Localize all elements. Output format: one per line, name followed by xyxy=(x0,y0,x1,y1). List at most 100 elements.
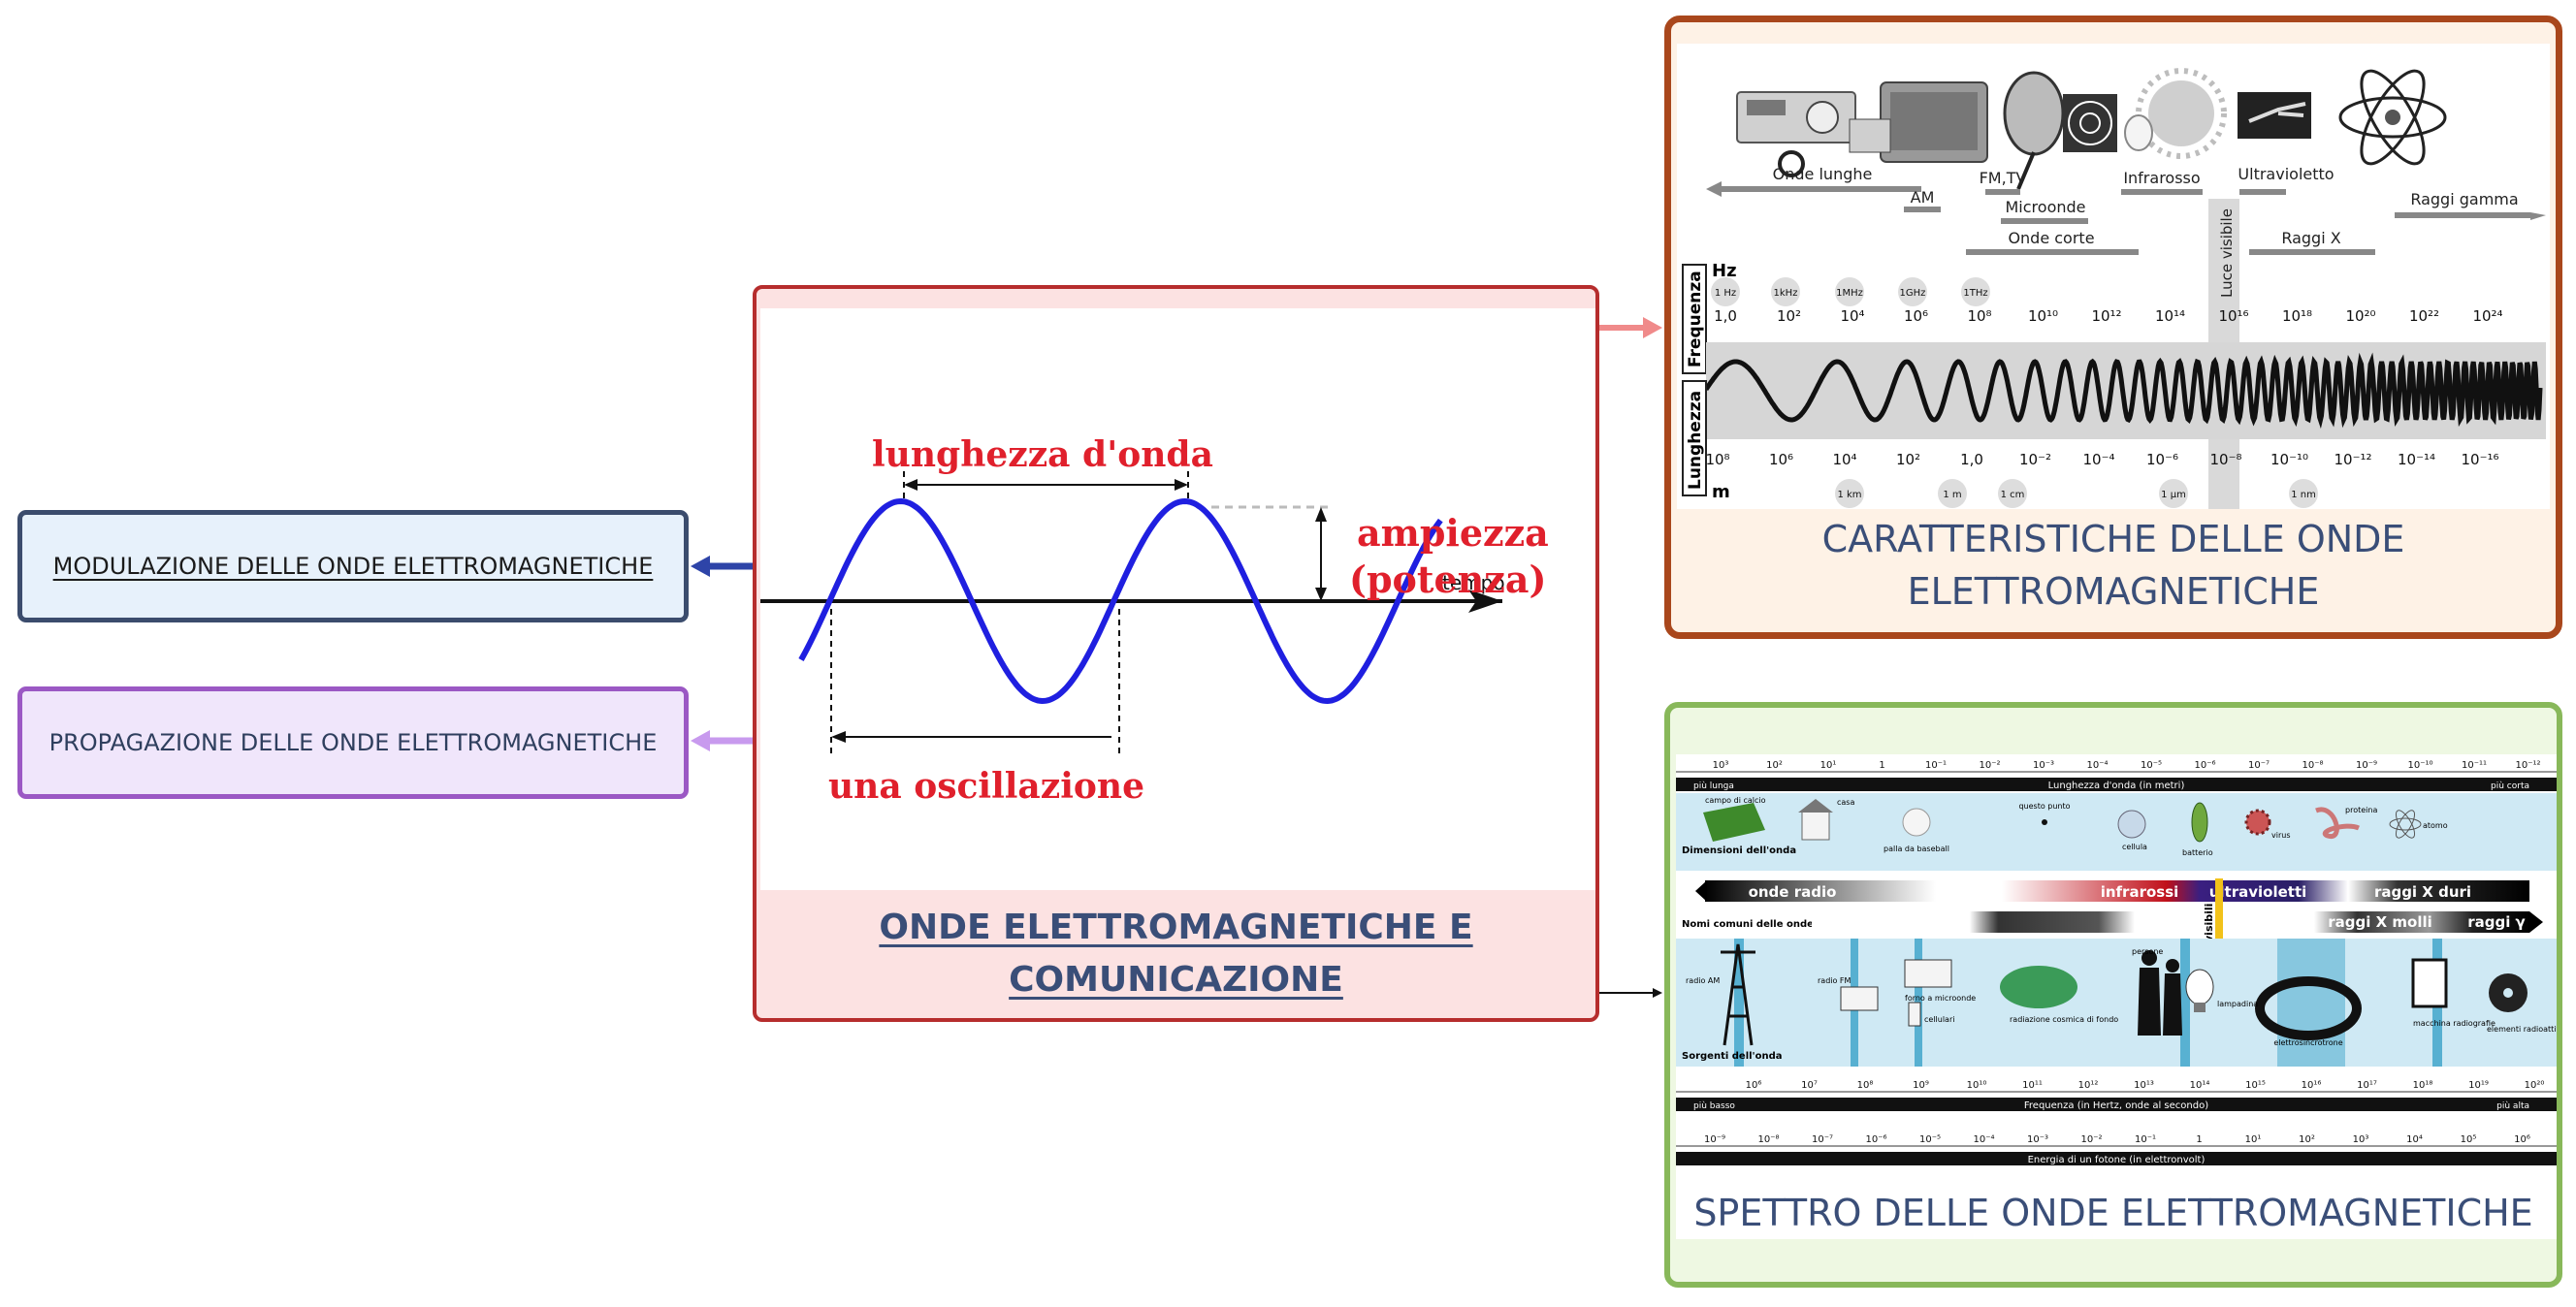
frequency-axis-label: Frequenza xyxy=(1686,271,1705,367)
people-icon xyxy=(2138,950,2182,1036)
energy-tick: 10⁻⁶ xyxy=(1865,1134,1886,1145)
sp-freq-tick: 10⁸ xyxy=(1857,1080,1874,1091)
amplitude-label-2: (potenza) xyxy=(1349,558,1546,601)
energy-tick: 10³ xyxy=(2353,1134,2369,1145)
band-onde-radio: onde radio xyxy=(1749,883,1837,901)
object-atomo: atomo xyxy=(2423,821,2448,830)
energy-tick: 10⁻² xyxy=(2080,1134,2102,1145)
source-elettrosincrotrone: elettrosincrotrone xyxy=(2273,1038,2342,1047)
len-marker-badge xyxy=(2289,479,2318,508)
node-modulazione-label: MODULAZIONE DELLE ONDE ELETTROMAGNETICHE xyxy=(52,553,654,580)
freq-tick: 10² xyxy=(1777,307,1801,325)
fm-radio-icon xyxy=(1840,986,1879,1011)
sp-freq-tick: 10⁶ xyxy=(1746,1080,1762,1091)
frequency-bar xyxy=(1676,1098,2557,1111)
freq-tick: 10¹⁸ xyxy=(2282,307,2312,325)
spettro-caption-line: SPETTRO DELLE ONDE ELETTROMAGNETICHE xyxy=(1693,1192,2533,1234)
band-raggi-x-molli: raggi X molli xyxy=(2328,913,2432,931)
wave-diagram-image: tempo lunghezza d'onda ampiezza (potenza… xyxy=(760,308,1595,890)
energy-title: Energia di un fotone (in elettronvolt) xyxy=(2028,1155,2206,1165)
object-baseball: palla da baseball xyxy=(1884,845,1949,853)
freq-tick: 10¹⁰ xyxy=(2028,307,2058,325)
baseball-icon xyxy=(1902,808,1931,837)
len-marker-badge xyxy=(2159,479,2188,508)
energy-tick: 10⁻⁹ xyxy=(1704,1134,1725,1145)
freq-marker: 1 Hz xyxy=(1715,288,1736,299)
time-axis-arrow xyxy=(1468,590,1502,613)
sp-freq-tick: 10¹⁹ xyxy=(2468,1080,2489,1091)
sp-freq-tick: 10⁹ xyxy=(1913,1080,1929,1091)
wl-tick: 10⁻³ xyxy=(2033,760,2054,771)
wl-tick: 10⁻⁹ xyxy=(2356,760,2377,771)
xray-hand-icon xyxy=(2238,92,2311,139)
object-batterio: batterio xyxy=(2182,848,2213,857)
synchrotron-icon xyxy=(2255,976,2362,1040)
arrow-spettro xyxy=(1653,988,1662,998)
sources-label: Sorgenti dell'onda xyxy=(1682,1051,1783,1062)
caratteristiche-caption: CARATTERISTICHE DELLE ONDE ELETTROMAGNET… xyxy=(1671,513,2556,618)
sp-freq-tick: 10¹¹ xyxy=(2022,1080,2043,1091)
node-modulazione[interactable]: MODULAZIONE DELLE ONDE ELETTROMAGNETICHE xyxy=(17,510,689,622)
band-label-microonde: Microonde xyxy=(2006,198,2086,216)
freq-marker-badge xyxy=(1835,277,1864,306)
object-cellula: cellula xyxy=(2122,843,2147,851)
source-radio-am: radio AM xyxy=(1686,976,1720,985)
chirp-wave xyxy=(1703,352,2543,430)
freq-marker: 1THz xyxy=(1963,288,1987,299)
sp-freq-tick: 10¹⁰ xyxy=(1967,1080,1987,1091)
satellite-dish-icon xyxy=(2003,71,2117,190)
lightbulb-icon xyxy=(2185,969,2214,1012)
sp-freq-tick: 10¹⁷ xyxy=(2357,1080,2377,1091)
source-lampadina: lampadina xyxy=(2217,1000,2258,1008)
energy-tick: 10⁻⁴ xyxy=(1973,1134,1994,1145)
band-label-ultravioletto: Ultravioletto xyxy=(2238,165,2334,183)
node-propagazione[interactable]: PROPAGAZIONE DELLE ONDE ELETTROMAGNETICH… xyxy=(17,686,689,799)
freq-tick: 10⁸ xyxy=(1967,307,1991,325)
freq-tick: 10²⁴ xyxy=(2472,307,2502,325)
energy-tick: 10⁻³ xyxy=(2027,1134,2048,1145)
freq-tick: 10⁶ xyxy=(1904,307,1928,325)
wl-tick: 10⁻² xyxy=(1979,760,2000,771)
wl-tick: 10⁻⁴ xyxy=(2086,760,2108,771)
dot-icon xyxy=(2042,819,2047,825)
wl-tick: 1 xyxy=(1879,760,1884,771)
len-tick: 10⁻⁴ xyxy=(2082,451,2114,468)
sp-freq-tick: 10¹⁴ xyxy=(2190,1080,2210,1091)
tv-icon xyxy=(1849,81,1988,163)
len-marker: 1 cm xyxy=(2001,490,2025,500)
oscillation-label: una oscillazione xyxy=(828,766,1144,807)
virus-icon xyxy=(2244,809,2271,836)
wl-tick: 10⁻¹¹ xyxy=(2462,760,2487,771)
band-visibili: visibili xyxy=(2203,904,2215,942)
freq-tick: 10⁴ xyxy=(1840,307,1864,325)
len-marker: 1 μm xyxy=(2161,490,2186,500)
freq-tick: 10²⁰ xyxy=(2345,307,2375,325)
energy-bar xyxy=(1676,1152,2557,1165)
object-campo: campo di calcio xyxy=(1705,796,1766,805)
wl-tick: 10⁻⁸ xyxy=(2302,760,2323,771)
common-names-label: Nomi comuni delle onde xyxy=(1682,919,1814,930)
len-marker: 1 nm xyxy=(2291,490,2316,500)
spettro-caption: SPETTRO DELLE ONDE ELETTROMAGNETICHE xyxy=(1670,1187,2557,1239)
energy-tick: 10² xyxy=(2299,1134,2315,1145)
band-label-raggi-x: Raggi X xyxy=(2281,229,2340,247)
band-label-fm-tv: FM,TV xyxy=(1980,169,2027,187)
sp-freq-tick: 10¹⁸ xyxy=(2413,1080,2433,1091)
piu-basso-label: più basso xyxy=(1693,1101,1735,1111)
sp-freq-tick: 10¹² xyxy=(2078,1080,2099,1091)
frequency-unit: Hz xyxy=(1712,261,1737,281)
wavelength-label: lunghezza d'onda xyxy=(872,434,1213,475)
node-onde-elettromagnetiche[interactable]: tempo lunghezza d'onda ampiezza (potenza… xyxy=(753,285,1599,1022)
source-macchina: macchina radiografie xyxy=(2413,1019,2496,1028)
length-unit: m xyxy=(1712,482,1730,502)
energy-tick: 10⁻¹ xyxy=(2135,1134,2156,1145)
field-icon xyxy=(1703,803,1765,842)
wl-tick: 10⁻¹² xyxy=(2515,760,2540,771)
node-caratteristiche[interactable]: Onde lunghe AM FM,TV Microonde Onde cort… xyxy=(1664,16,2562,639)
wl-tick: 10² xyxy=(1766,760,1783,771)
arrow-caratteristiche xyxy=(1643,317,1662,338)
